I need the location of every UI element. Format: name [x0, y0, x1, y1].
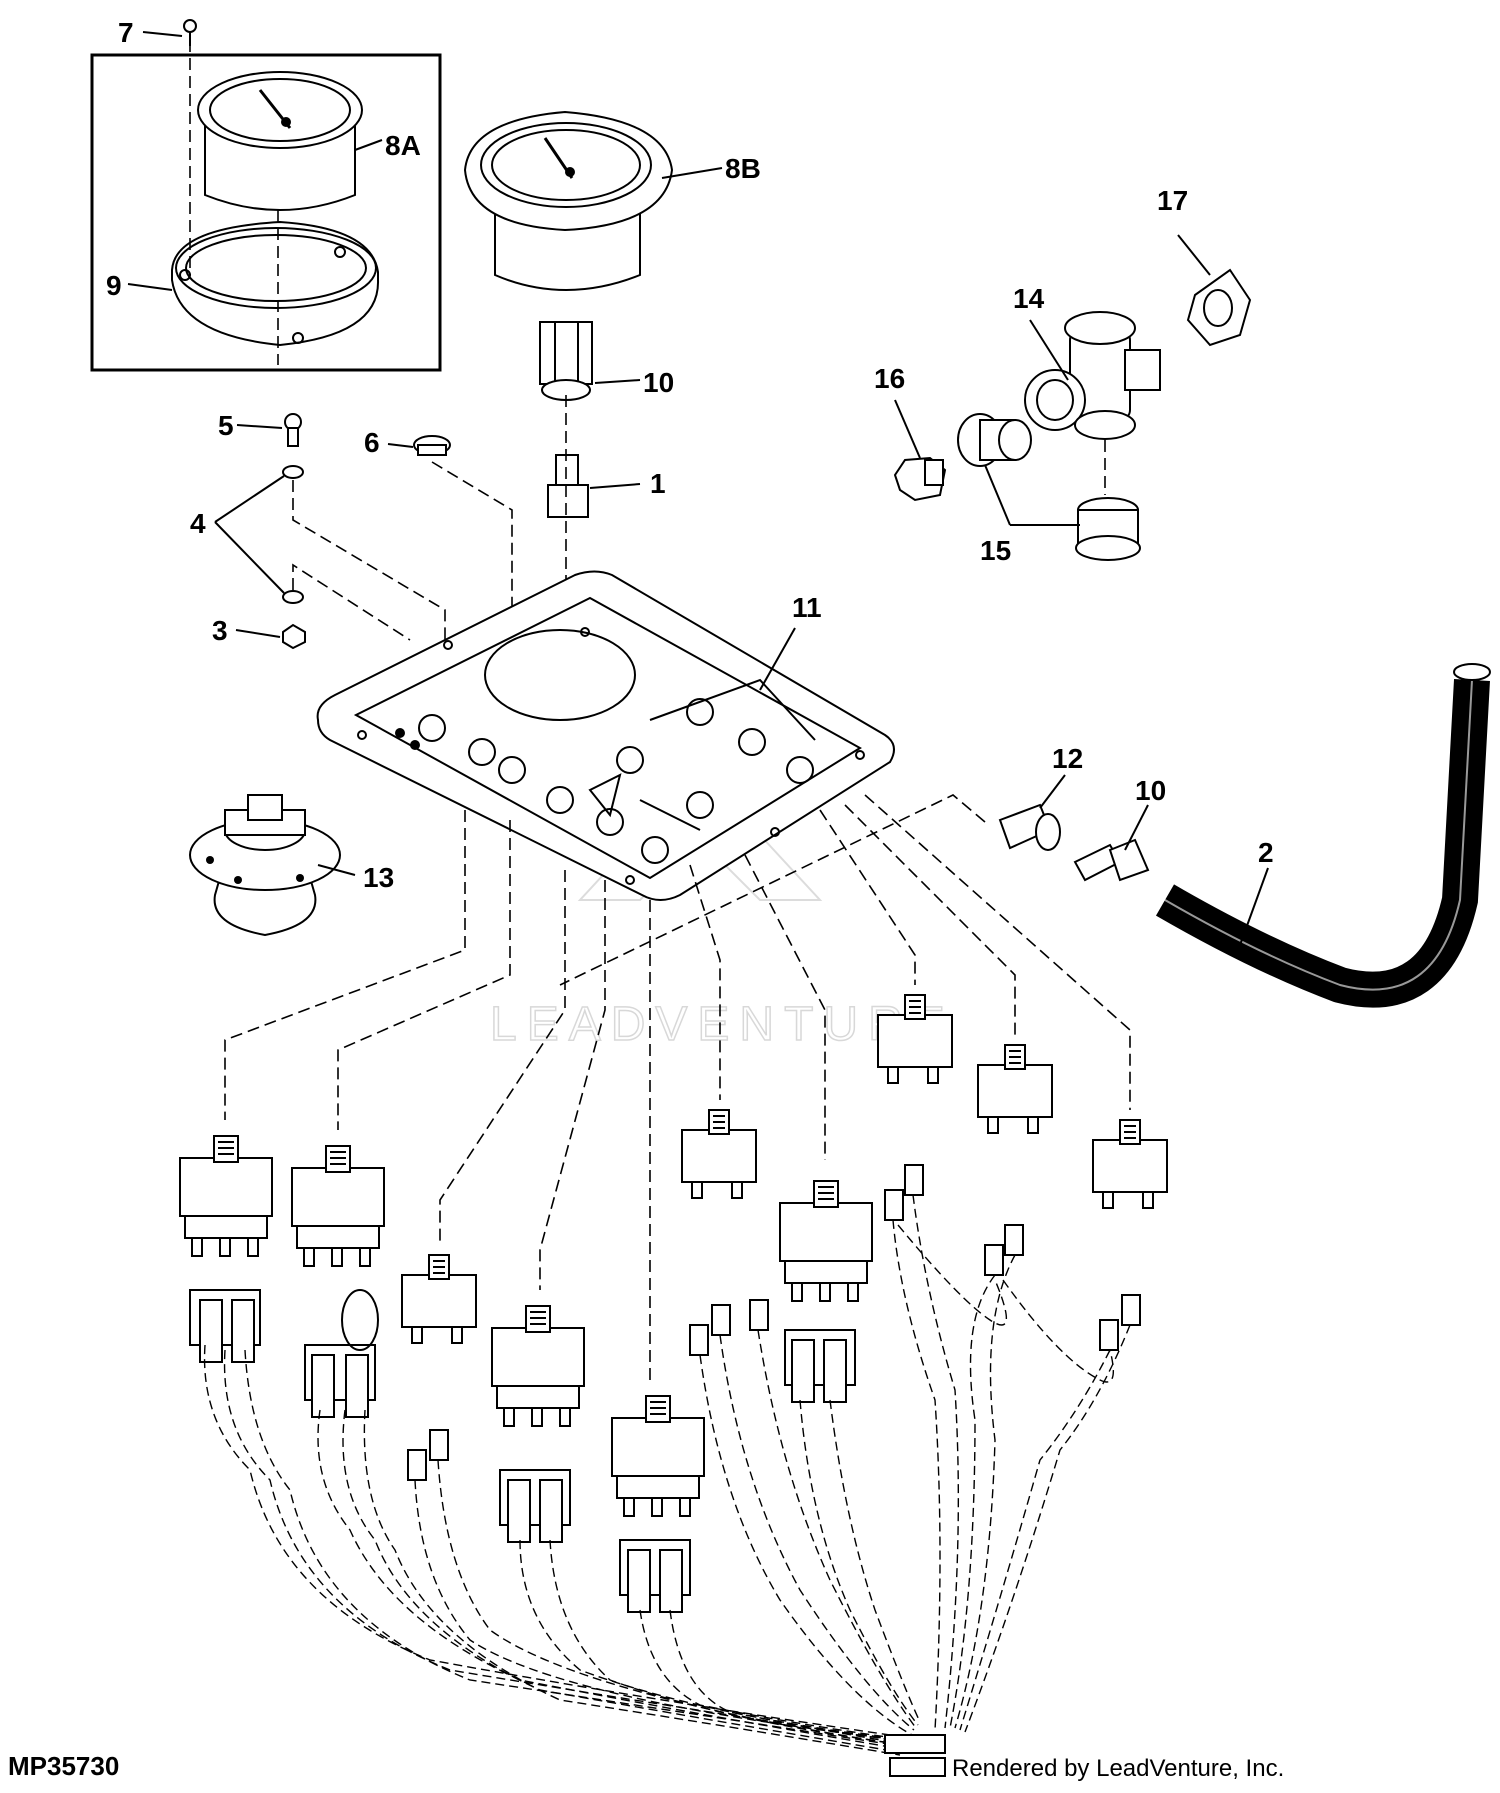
callout-14: 13	[363, 862, 394, 893]
callout-2: 2	[1258, 837, 1274, 868]
leader-13	[1039, 774, 1066, 809]
leader-1	[589, 483, 641, 489]
leader-hardware-path-1	[292, 480, 446, 640]
washer-4a	[282, 465, 304, 479]
control-panel-12	[316, 570, 895, 901]
callout-1: 1	[650, 468, 666, 499]
fitting-1	[547, 454, 589, 518]
switch-8	[877, 994, 953, 1084]
callout-13: 12	[1052, 743, 1083, 774]
callout-5: 5	[218, 410, 234, 441]
callout-15: 14	[1013, 283, 1045, 314]
leader-hardware-path-2	[292, 563, 411, 641]
callout-7: 7	[118, 17, 134, 48]
switch-5	[611, 1395, 705, 1517]
leader-5	[236, 424, 283, 429]
nut-3	[282, 623, 306, 650]
leader-12	[759, 627, 796, 691]
leader-18	[1177, 234, 1211, 276]
switch-7	[779, 1180, 873, 1302]
leader-2	[1239, 867, 1269, 946]
inset-frame	[90, 53, 442, 372]
callout-12: 11	[792, 592, 822, 623]
callout-11: 10	[1135, 775, 1166, 806]
harness-tie	[884, 1734, 946, 1777]
credit-text: Rendered by LeadVenture, Inc.	[952, 1755, 1284, 1782]
leader-4a	[214, 475, 285, 523]
callout-9: 9	[106, 270, 122, 301]
fitting-11	[1073, 838, 1150, 882]
drawing-code: MP35730	[8, 1751, 119, 1781]
switch-1	[179, 1135, 273, 1257]
leader-7	[142, 31, 183, 37]
hose-2	[1155, 679, 1490, 1008]
leader-11	[1124, 804, 1149, 851]
leader-15	[1029, 319, 1069, 381]
switch-9	[977, 1044, 1053, 1134]
fitting-13	[998, 803, 1061, 851]
connectors	[189, 1164, 1141, 1613]
callout-18: 17	[1157, 185, 1188, 216]
callout-6: 6	[364, 427, 380, 458]
callout-16: 15	[980, 535, 1011, 566]
hose-2-highlight	[1164, 679, 1473, 991]
leader-8a	[354, 139, 383, 151]
leader-9	[127, 283, 173, 291]
leader-grommet-path	[431, 461, 513, 770]
switch-leaders	[224, 794, 1131, 1380]
callout-8a: 8A	[385, 130, 421, 161]
callout-8b: 8B	[725, 153, 761, 184]
leader-8b	[661, 167, 723, 179]
leader-17	[894, 399, 921, 459]
cross-fitting-15	[1024, 311, 1161, 440]
switch-6	[681, 1109, 757, 1199]
gauge-8b	[463, 110, 674, 291]
reducer-16b	[1075, 497, 1141, 561]
leader-3	[235, 629, 281, 638]
hose-2-end	[1453, 663, 1491, 681]
sender-14	[189, 794, 341, 937]
plug-17	[893, 456, 947, 502]
leader-16	[984, 464, 1011, 526]
fitting-10	[539, 321, 593, 401]
reducer-16a	[957, 413, 1032, 467]
switch-3	[401, 1254, 477, 1344]
switch-2	[291, 1145, 385, 1267]
wiring-harness	[203, 1194, 1131, 1756]
callout-4: 4	[190, 508, 206, 539]
callout-17: 16	[874, 363, 905, 394]
grommet-6	[413, 435, 451, 456]
screw-7	[183, 19, 197, 46]
leader-14	[317, 864, 356, 876]
washer-4b	[282, 590, 304, 604]
switch-10	[1092, 1119, 1168, 1209]
leader-10	[594, 379, 641, 384]
gauge-8a	[197, 71, 363, 211]
flange-9	[171, 220, 380, 347]
leader-hose-path	[559, 794, 986, 986]
nut-18	[1186, 268, 1252, 347]
callout-3: 3	[212, 615, 228, 646]
leader-6	[387, 443, 414, 448]
screw-5	[284, 413, 302, 447]
leader-4b	[214, 521, 285, 594]
switch-4	[491, 1305, 585, 1427]
callout-10: 10	[643, 367, 674, 398]
